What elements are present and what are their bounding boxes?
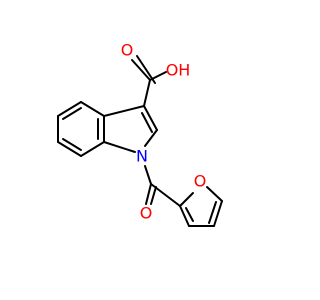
bond bbox=[57, 141, 82, 157]
bond bbox=[179, 205, 190, 227]
bond bbox=[144, 129, 158, 147]
bond-double-inner bbox=[141, 112, 153, 133]
bond bbox=[103, 105, 145, 117]
atom-label-acid-carbonyl-oxygen: O bbox=[121, 41, 134, 60]
bond-double-inner bbox=[185, 207, 194, 222]
bond bbox=[213, 200, 223, 227]
bond bbox=[143, 79, 151, 107]
bond-double bbox=[150, 186, 157, 205]
benzene-ring bbox=[57, 101, 105, 157]
bond bbox=[143, 105, 158, 131]
atom-label-furan-oxygen: O bbox=[194, 172, 207, 191]
pyrrole-ring bbox=[103, 105, 158, 153]
atom-label-hydroxyl: OH bbox=[166, 61, 191, 80]
bond-double-inner bbox=[208, 201, 217, 224]
bond-double-inner bbox=[62, 138, 82, 151]
atom-labels: O OH N O O bbox=[121, 41, 207, 223]
atom-label-indole-nitrogen: N bbox=[136, 147, 148, 166]
molecule-structure: O OH N O O bbox=[57, 41, 223, 227]
bond bbox=[131, 59, 151, 81]
carboxylic-acid-group bbox=[131, 55, 167, 107]
bond bbox=[144, 165, 152, 185]
bond bbox=[145, 183, 152, 205]
furan-ring bbox=[179, 186, 223, 227]
bond bbox=[80, 101, 105, 117]
bond bbox=[206, 186, 223, 202]
bond bbox=[150, 183, 181, 207]
bond bbox=[103, 141, 136, 153]
bond bbox=[57, 101, 82, 117]
atom-label-amide-carbonyl-oxygen: O bbox=[140, 204, 153, 223]
amide-carbonyl-group bbox=[144, 165, 181, 207]
bond-double-inner bbox=[62, 107, 82, 120]
bond bbox=[149, 71, 167, 81]
bond bbox=[179, 192, 194, 207]
bond bbox=[80, 141, 105, 157]
